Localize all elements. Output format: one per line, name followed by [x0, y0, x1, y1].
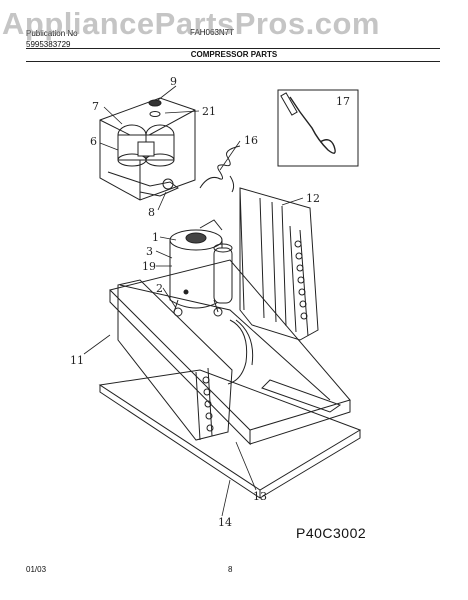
publication-block: Publication No 5995383729: [26, 28, 78, 50]
callout-6: 6: [90, 135, 97, 148]
part-16-tube: [199, 145, 241, 193]
compressor: [169, 219, 233, 317]
refrigerant-tubing: [227, 319, 254, 385]
callout-labels: 9 21 7 6 8 16 17 12 1 3 19 2 11 13 14: [70, 75, 350, 529]
callout-17: 17: [336, 95, 350, 108]
callout-3: 3: [146, 245, 153, 258]
callout-16: 16: [244, 134, 258, 147]
section-title: COMPRESSOR PARTS: [190, 50, 278, 59]
condenser-coil: [239, 187, 319, 341]
callout-12: 12: [306, 192, 320, 205]
callout-7: 7: [92, 100, 99, 113]
terminal-cover-group: [99, 97, 196, 201]
callout-8: 8: [148, 206, 155, 219]
model-number: FAH063N7T: [190, 28, 235, 37]
callout-1: 1: [152, 231, 159, 244]
publication-number: 5995383729: [26, 40, 71, 49]
diagram-code: P40C3002: [296, 525, 367, 541]
callout-14: 14: [218, 516, 232, 529]
drain-pan: [98, 369, 362, 499]
publication-label: Publication No: [26, 29, 78, 38]
callout-2: 2: [156, 282, 163, 295]
part-17-inset: [277, 89, 359, 167]
callout-19: 19: [142, 260, 156, 273]
evaporator-coil: [117, 279, 233, 441]
page-number: 8: [228, 565, 233, 574]
callout-11: 11: [70, 354, 84, 367]
header-rule-bottom: [26, 61, 440, 62]
watermark: AppliancePartsPros.com: [2, 6, 380, 41]
callout-9: 9: [170, 75, 177, 88]
leader-lines: [83, 85, 304, 517]
footer-date: 01/03: [26, 565, 47, 574]
callout-13: 13: [253, 490, 267, 503]
callout-21: 21: [202, 105, 216, 118]
header-rule-top: [26, 48, 440, 49]
